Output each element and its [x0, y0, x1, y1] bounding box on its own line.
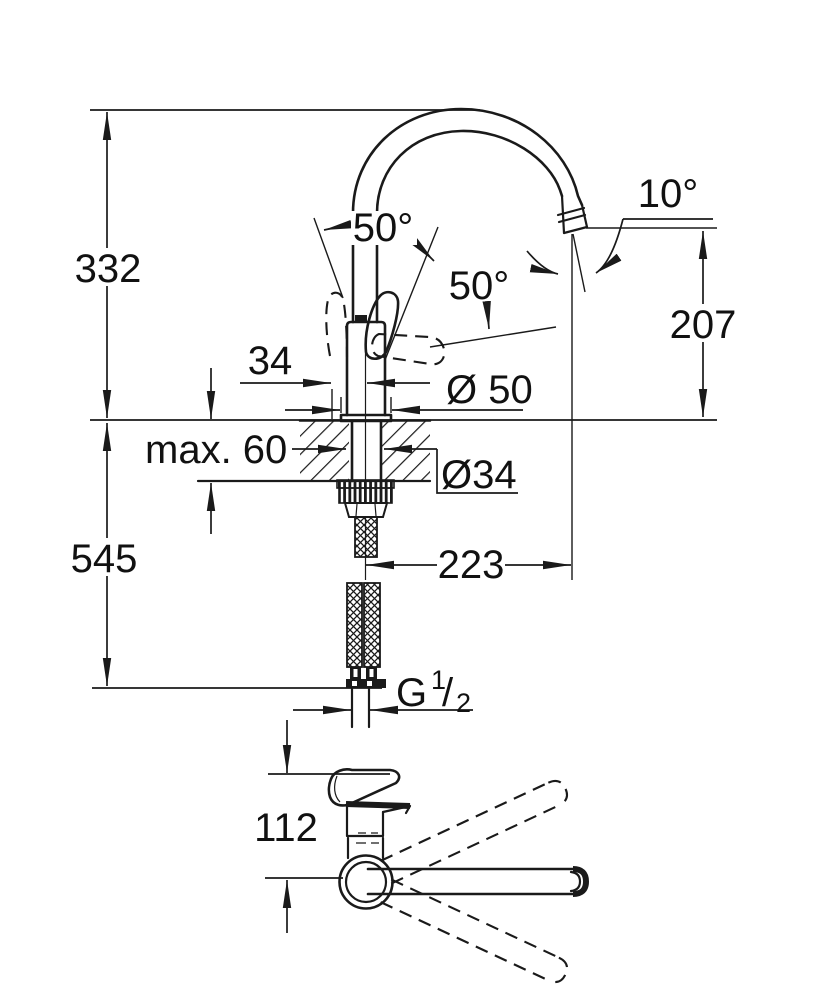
- spout-swivel-up: [380, 779, 569, 885]
- spout-top-view: [366, 866, 590, 897]
- label-reach-223: 223: [438, 543, 505, 587]
- lever-dashed-left: [325, 291, 349, 358]
- dimension-annotations: [90, 109, 717, 933]
- label-height-332: 332: [75, 247, 142, 291]
- angle-50a-left-line: [313, 217, 344, 299]
- thread-denominator: 2: [456, 688, 471, 718]
- lever-top-view: [327, 768, 412, 860]
- label-height-112: 112: [254, 806, 318, 850]
- lever-solid: [364, 290, 400, 361]
- angle-50b-line: [429, 326, 557, 348]
- mounting-nut: [336, 479, 395, 518]
- label-angle-50-front: 50°: [353, 206, 414, 250]
- faucet-side-view: [90, 107, 717, 729]
- outlet-tilt-line: [572, 233, 586, 293]
- supply-hoses: [346, 582, 386, 729]
- label-height-207: 207: [670, 303, 737, 347]
- dim-d34-leader: [436, 449, 518, 494]
- label-angle-50-side: 50°: [449, 264, 510, 308]
- base-circle-outer: [338, 854, 394, 910]
- thread-slash: /: [442, 671, 454, 715]
- label-dia-34: Ø34: [441, 453, 517, 497]
- lever-pivot-tab: [355, 315, 367, 322]
- faucet-top-view: [327, 768, 590, 984]
- mounting-shank: [350, 419, 383, 483]
- spout-arc: [351, 107, 589, 324]
- angle-10-arc-right: [595, 218, 624, 274]
- angle-50a-arrow-left: [323, 220, 353, 231]
- label-max-60: max. 60: [145, 428, 287, 472]
- aerator: [556, 194, 589, 235]
- label-thread-g12: G 1 / 2: [396, 665, 471, 718]
- thread-letter: G: [396, 671, 427, 715]
- connection-pipe: [350, 686, 371, 729]
- base-circle-inner: [344, 860, 388, 904]
- threaded-tail: [354, 516, 378, 558]
- angle-50b-arrow: [482, 300, 491, 330]
- label-height-545: 545: [71, 537, 138, 581]
- spout-swivel-down: [380, 878, 569, 984]
- angle-10-arc-left: [526, 250, 559, 275]
- lever-dashed-right: [371, 332, 446, 366]
- hose-coupling: [346, 679, 386, 688]
- label-angle-10: 10°: [638, 172, 699, 216]
- label-dia-50: Ø 50: [446, 368, 533, 412]
- label-width-34: 34: [248, 339, 293, 383]
- thread-numerator: 1: [431, 665, 446, 695]
- dimension-labels: 332 545 34 max. 60 Ø 50 Ø34 223 207 10° …: [71, 172, 739, 850]
